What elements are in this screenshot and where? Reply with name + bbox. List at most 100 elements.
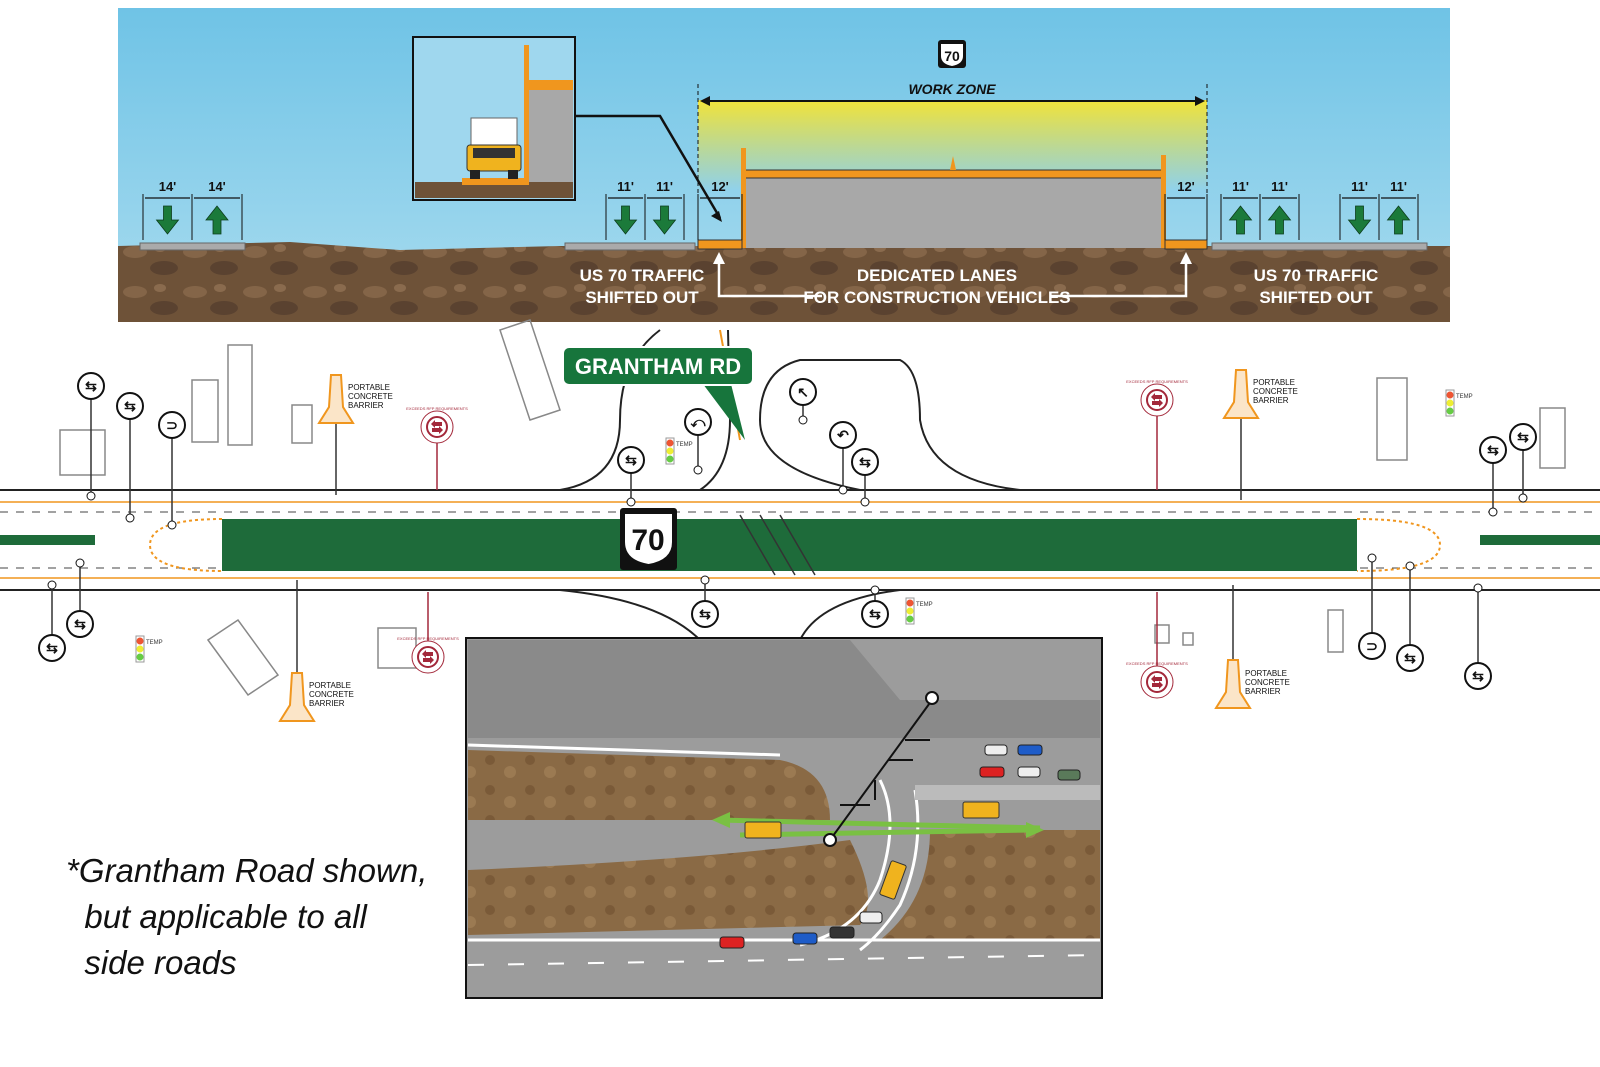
barrier-callout-label: PORTABLE — [1253, 378, 1295, 387]
sign-glyph-icon: ⇆ — [869, 606, 881, 622]
left-traffic-label-2: SHIFTED OUT — [585, 288, 699, 307]
grantham-rd-label: GRANTHAM RD — [575, 354, 741, 379]
traffic-sign-callout — [684, 408, 712, 436]
arrow-up-icon — [1267, 205, 1292, 235]
right-traffic-label-2: SHIFTED OUT — [1259, 288, 1373, 307]
barrier-callout-label: CONCRETE — [1245, 678, 1290, 687]
lane-width-label: 12' — [711, 179, 729, 194]
exceeds-rfp-text: EXCEEDS RFP REQUIREMENTS — [1126, 661, 1188, 666]
traffic-sign-callout — [1479, 436, 1507, 464]
lane-width-label: 12' — [1177, 179, 1195, 194]
left-traffic-label-1: US 70 TRAFFIC — [580, 266, 705, 285]
temp-signal-label: TEMP — [916, 602, 933, 608]
sign-glyph-icon: ⇆ — [124, 398, 136, 414]
temp-signal-label: TEMP — [1456, 394, 1473, 400]
two-way-arrow-icon — [422, 650, 434, 664]
barrier-callout-label: CONCRETE — [348, 392, 393, 401]
portable-barrier-icon — [1214, 659, 1252, 709]
arrow-up-icon — [1386, 205, 1411, 235]
note-line-1: *Grantham Road shown, — [66, 852, 428, 889]
barrier-callout-label: PORTABLE — [1245, 669, 1287, 678]
portable-barrier-icon — [278, 672, 316, 722]
sign-glyph-icon: ⇆ — [625, 452, 637, 468]
lane-width-label: 11' — [1390, 179, 1407, 194]
lane-width-label: 14' — [159, 179, 177, 194]
traffic-sign-callout — [1358, 632, 1386, 660]
traffic-sign-callout — [1396, 644, 1424, 672]
barrier-callout-label: BARRIER — [1245, 687, 1281, 696]
sign-glyph-icon: ⊃ — [1366, 638, 1378, 654]
barrier-callout-label: PORTABLE — [348, 383, 390, 392]
route-shield-number: 70 — [944, 48, 960, 64]
traffic-sign-callout — [861, 600, 889, 628]
lane-width-label: 11' — [656, 179, 673, 194]
barrier-callout-label: CONCRETE — [309, 690, 354, 699]
us-70-shield-number: 70 — [631, 524, 664, 557]
lane-width-label: 11' — [1351, 179, 1368, 194]
sign-glyph-icon: ⇆ — [1487, 442, 1499, 458]
cross-section-panel: WORK ZONE 70 — [118, 8, 1450, 322]
sign-glyph-icon: ⇆ — [74, 616, 86, 632]
traffic-sign-callout — [789, 378, 817, 406]
arrow-up-icon — [1228, 205, 1253, 235]
temp-signal-label: TEMP — [146, 640, 163, 646]
applicability-note: *Grantham Road shown, but applicable to … — [66, 848, 427, 986]
barrier-callout-label: BARRIER — [1253, 396, 1289, 405]
lane-dimensions: 14'14'11'11'12'12'11'11'11'11' — [142, 179, 1419, 240]
traffic-sign-callout — [1509, 423, 1537, 451]
note-line-2: but applicable to all — [66, 898, 367, 935]
traffic-sign-callout — [851, 448, 879, 476]
sign-glyph-icon: ⇆ — [1404, 650, 1416, 666]
traffic-sign-callout — [116, 392, 144, 420]
sign-glyph-icon: ⇆ — [1472, 668, 1484, 684]
bridge-structure — [697, 148, 1208, 250]
arrow-down-icon — [613, 205, 638, 235]
traffic-sign-callout — [38, 634, 66, 662]
lane-width-label: 14' — [208, 179, 226, 194]
route-70-shield-small: 70 — [938, 40, 966, 68]
sign-glyph-icon: ⇆ — [859, 454, 871, 470]
cars — [719, 744, 1081, 949]
buildings — [59, 319, 1566, 697]
exceeds-rfp-text: EXCEEDS RFP REQUIREMENTS — [1126, 379, 1188, 384]
sign-glyph-icon: ↶ — [836, 427, 849, 443]
grantham-rd-sign: GRANTHAM RD — [562, 346, 754, 440]
work-zone-label: WORK ZONE — [908, 81, 996, 97]
traffic-sign-callout — [158, 411, 186, 439]
arrow-down-icon — [652, 205, 677, 235]
traffic-sign-callout — [691, 600, 719, 628]
lane-width-label: 11' — [1271, 179, 1288, 194]
sign-glyph-icon: ⇆ — [85, 378, 97, 394]
barrier-callout-label: BARRIER — [348, 401, 384, 410]
center-label-1: DEDICATED LANES — [857, 266, 1017, 285]
center-label-2: FOR CONSTRUCTION VEHICLES — [803, 288, 1070, 307]
sign-glyph-icon: ↖ — [797, 384, 809, 400]
plan-view: 70 GRANTHAM RD ⇆⇆⊃⇆⤺↖↶⇆⇆⇆⇆⇆⊃⇆⇆⇆⇆PORTABLE… — [0, 319, 1600, 722]
sign-glyph-icon: ⊃ — [166, 417, 178, 433]
exceeds-rfp-text: EXCEEDS RFP REQUIREMENTS — [406, 406, 468, 411]
traffic-sign-callout — [77, 372, 105, 400]
traffic-sign-callout — [829, 421, 857, 449]
arrow-down-icon — [1347, 205, 1372, 235]
sign-glyph-icon: ⇆ — [699, 606, 711, 622]
traffic-sign-callout — [66, 610, 94, 638]
barrier-callout-label: BARRIER — [309, 699, 345, 708]
two-way-arrow-icon — [1151, 393, 1163, 407]
two-way-arrow-icon — [431, 420, 443, 434]
two-way-arrow-icon — [1151, 675, 1163, 689]
exceeds-rfp-text: EXCEEDS RFP REQUIREMENTS — [397, 636, 459, 641]
arrow-up-icon — [205, 205, 229, 235]
traffic-sign-callout — [617, 446, 645, 474]
right-traffic-label-1: US 70 TRAFFIC — [1254, 266, 1379, 285]
us-70-shield: 70 — [620, 508, 677, 570]
lane-width-label: 11' — [617, 179, 634, 194]
note-line-3: side roads — [66, 944, 237, 981]
truck-inset — [412, 36, 722, 222]
side-road-inset — [465, 637, 1103, 999]
traffic-sign-callout — [1464, 662, 1492, 690]
barrier-callout-label: CONCRETE — [1253, 387, 1298, 396]
portable-barrier-icon — [317, 374, 355, 424]
sign-glyph-icon: ⇆ — [46, 640, 58, 656]
sign-glyph-icon: ⇆ — [1517, 429, 1529, 445]
